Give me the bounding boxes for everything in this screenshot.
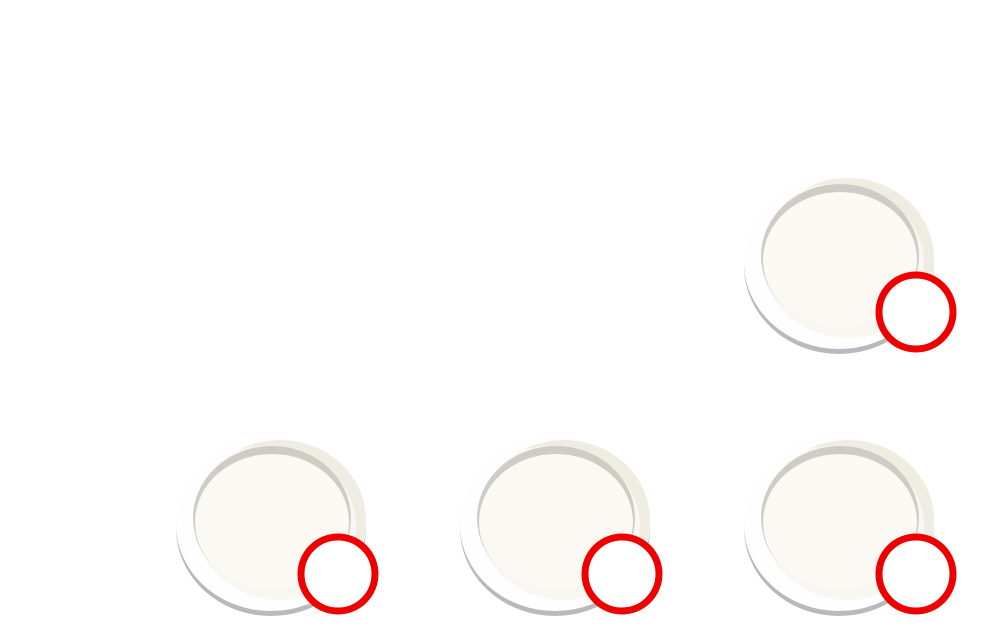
ring-marker[interactable] <box>581 533 663 615</box>
plate-icon <box>744 437 957 616</box>
plate-slot[interactable] <box>740 170 957 360</box>
plate-slot[interactable] <box>740 432 957 622</box>
plate-well <box>763 192 917 328</box>
ring-marker[interactable] <box>875 271 957 353</box>
plate-icon <box>176 437 379 616</box>
ring-marker[interactable] <box>875 533 957 615</box>
plate-icon <box>460 437 663 616</box>
plate-well <box>763 454 917 590</box>
plate-slot[interactable] <box>456 432 663 622</box>
plate-icon <box>744 175 957 354</box>
plate-slot[interactable] <box>172 432 379 622</box>
ring-marker[interactable] <box>297 533 379 615</box>
